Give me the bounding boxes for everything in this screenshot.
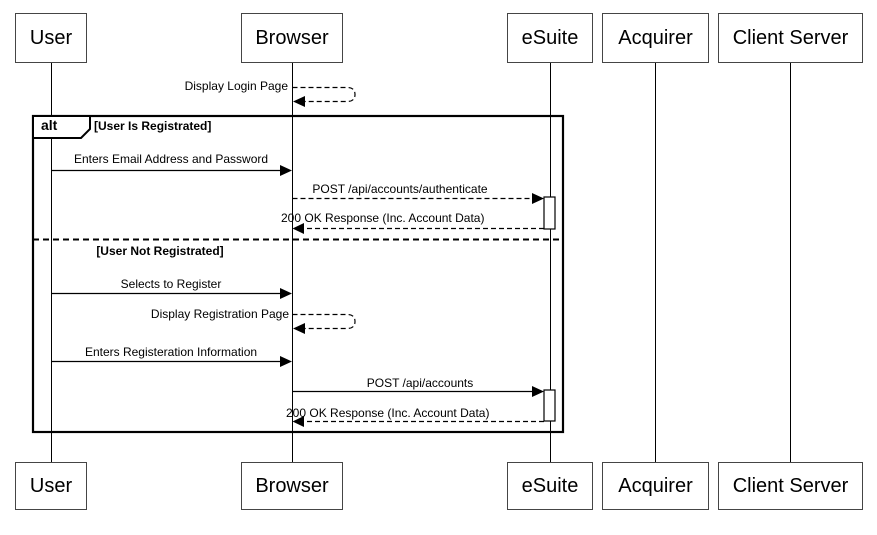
participant-label: User [29, 474, 73, 497]
message-label-enters-email: Enters Email Address and Password [73, 152, 269, 166]
alt-frame-border [31, 114, 565, 434]
participant-top-client-server: Client Server [718, 13, 863, 63]
participant-label: eSuite [521, 474, 579, 497]
message-arrow-200-ok-2 [292, 416, 544, 427]
arrowhead-left [293, 323, 305, 334]
message-label-200-ok-2: 200 OK Response (Inc. Account Data) [286, 406, 490, 420]
arrowhead-right [532, 386, 544, 397]
message-label-display-registration-page: Display Registration Page [150, 307, 289, 321]
message-label-selects-register: Selects to Register [120, 277, 222, 291]
alt-operator-pentagon [32, 115, 91, 139]
participant-top-browser: Browser [241, 13, 343, 63]
message-self-display-registration-page [292, 313, 356, 334]
participant-label: Client Server [732, 26, 849, 49]
participant-label: User [29, 26, 73, 49]
message-self-display-login-page [292, 86, 356, 107]
message-label-post-accounts: POST /api/accounts [366, 376, 474, 390]
message-label-200-ok-1: 200 OK Response (Inc. Account Data) [281, 211, 485, 225]
participant-bottom-acquirer: Acquirer [602, 462, 709, 510]
participant-bottom-esuite: eSuite [507, 462, 593, 510]
message-arrow-enters-registration-info [51, 356, 292, 367]
participant-top-user: User [15, 13, 87, 63]
message-label-post-authenticate: POST /api/accounts/authenticate [312, 182, 488, 196]
participant-bottom-user: User [15, 462, 87, 510]
arrowhead-left [292, 223, 304, 234]
participant-label: Acquirer [618, 26, 693, 49]
participant-bottom-browser: Browser [241, 462, 343, 510]
message-label-display-login-page: Display Login Page [184, 79, 288, 93]
arrowhead-left [293, 96, 305, 107]
guard-user-not-registrated: [User Not Registrated] [96, 244, 224, 258]
guard-user-is-registrated: [User Is Registrated] [94, 119, 212, 133]
participant-top-acquirer: Acquirer [602, 13, 709, 63]
arrowhead-left [292, 416, 304, 427]
message-arrow-post-accounts [292, 386, 544, 397]
arrowhead-right [532, 193, 544, 204]
arrowhead-right [280, 356, 292, 367]
participant-label: Client Server [732, 474, 849, 497]
activation-esuite-2 [543, 389, 556, 422]
participant-bottom-client-server: Client Server [718, 462, 863, 510]
participant-label: Acquirer [618, 474, 693, 497]
message-arrow-enters-email [51, 165, 292, 176]
message-arrow-selects-register [51, 288, 292, 299]
activation-esuite-1 [543, 196, 556, 230]
message-arrow-200-ok-1 [292, 223, 544, 234]
participant-label: Browser [255, 474, 329, 497]
message-label-enters-registration-info: Enters Registeration Information [84, 345, 258, 359]
message-arrow-post-authenticate [292, 193, 544, 204]
alt-operator-label: alt [41, 117, 58, 133]
arrowhead-right [280, 288, 292, 299]
participant-label: Browser [255, 26, 329, 49]
participant-label: eSuite [521, 26, 579, 49]
arrowhead-right [280, 165, 292, 176]
participant-top-esuite: eSuite [507, 13, 593, 63]
